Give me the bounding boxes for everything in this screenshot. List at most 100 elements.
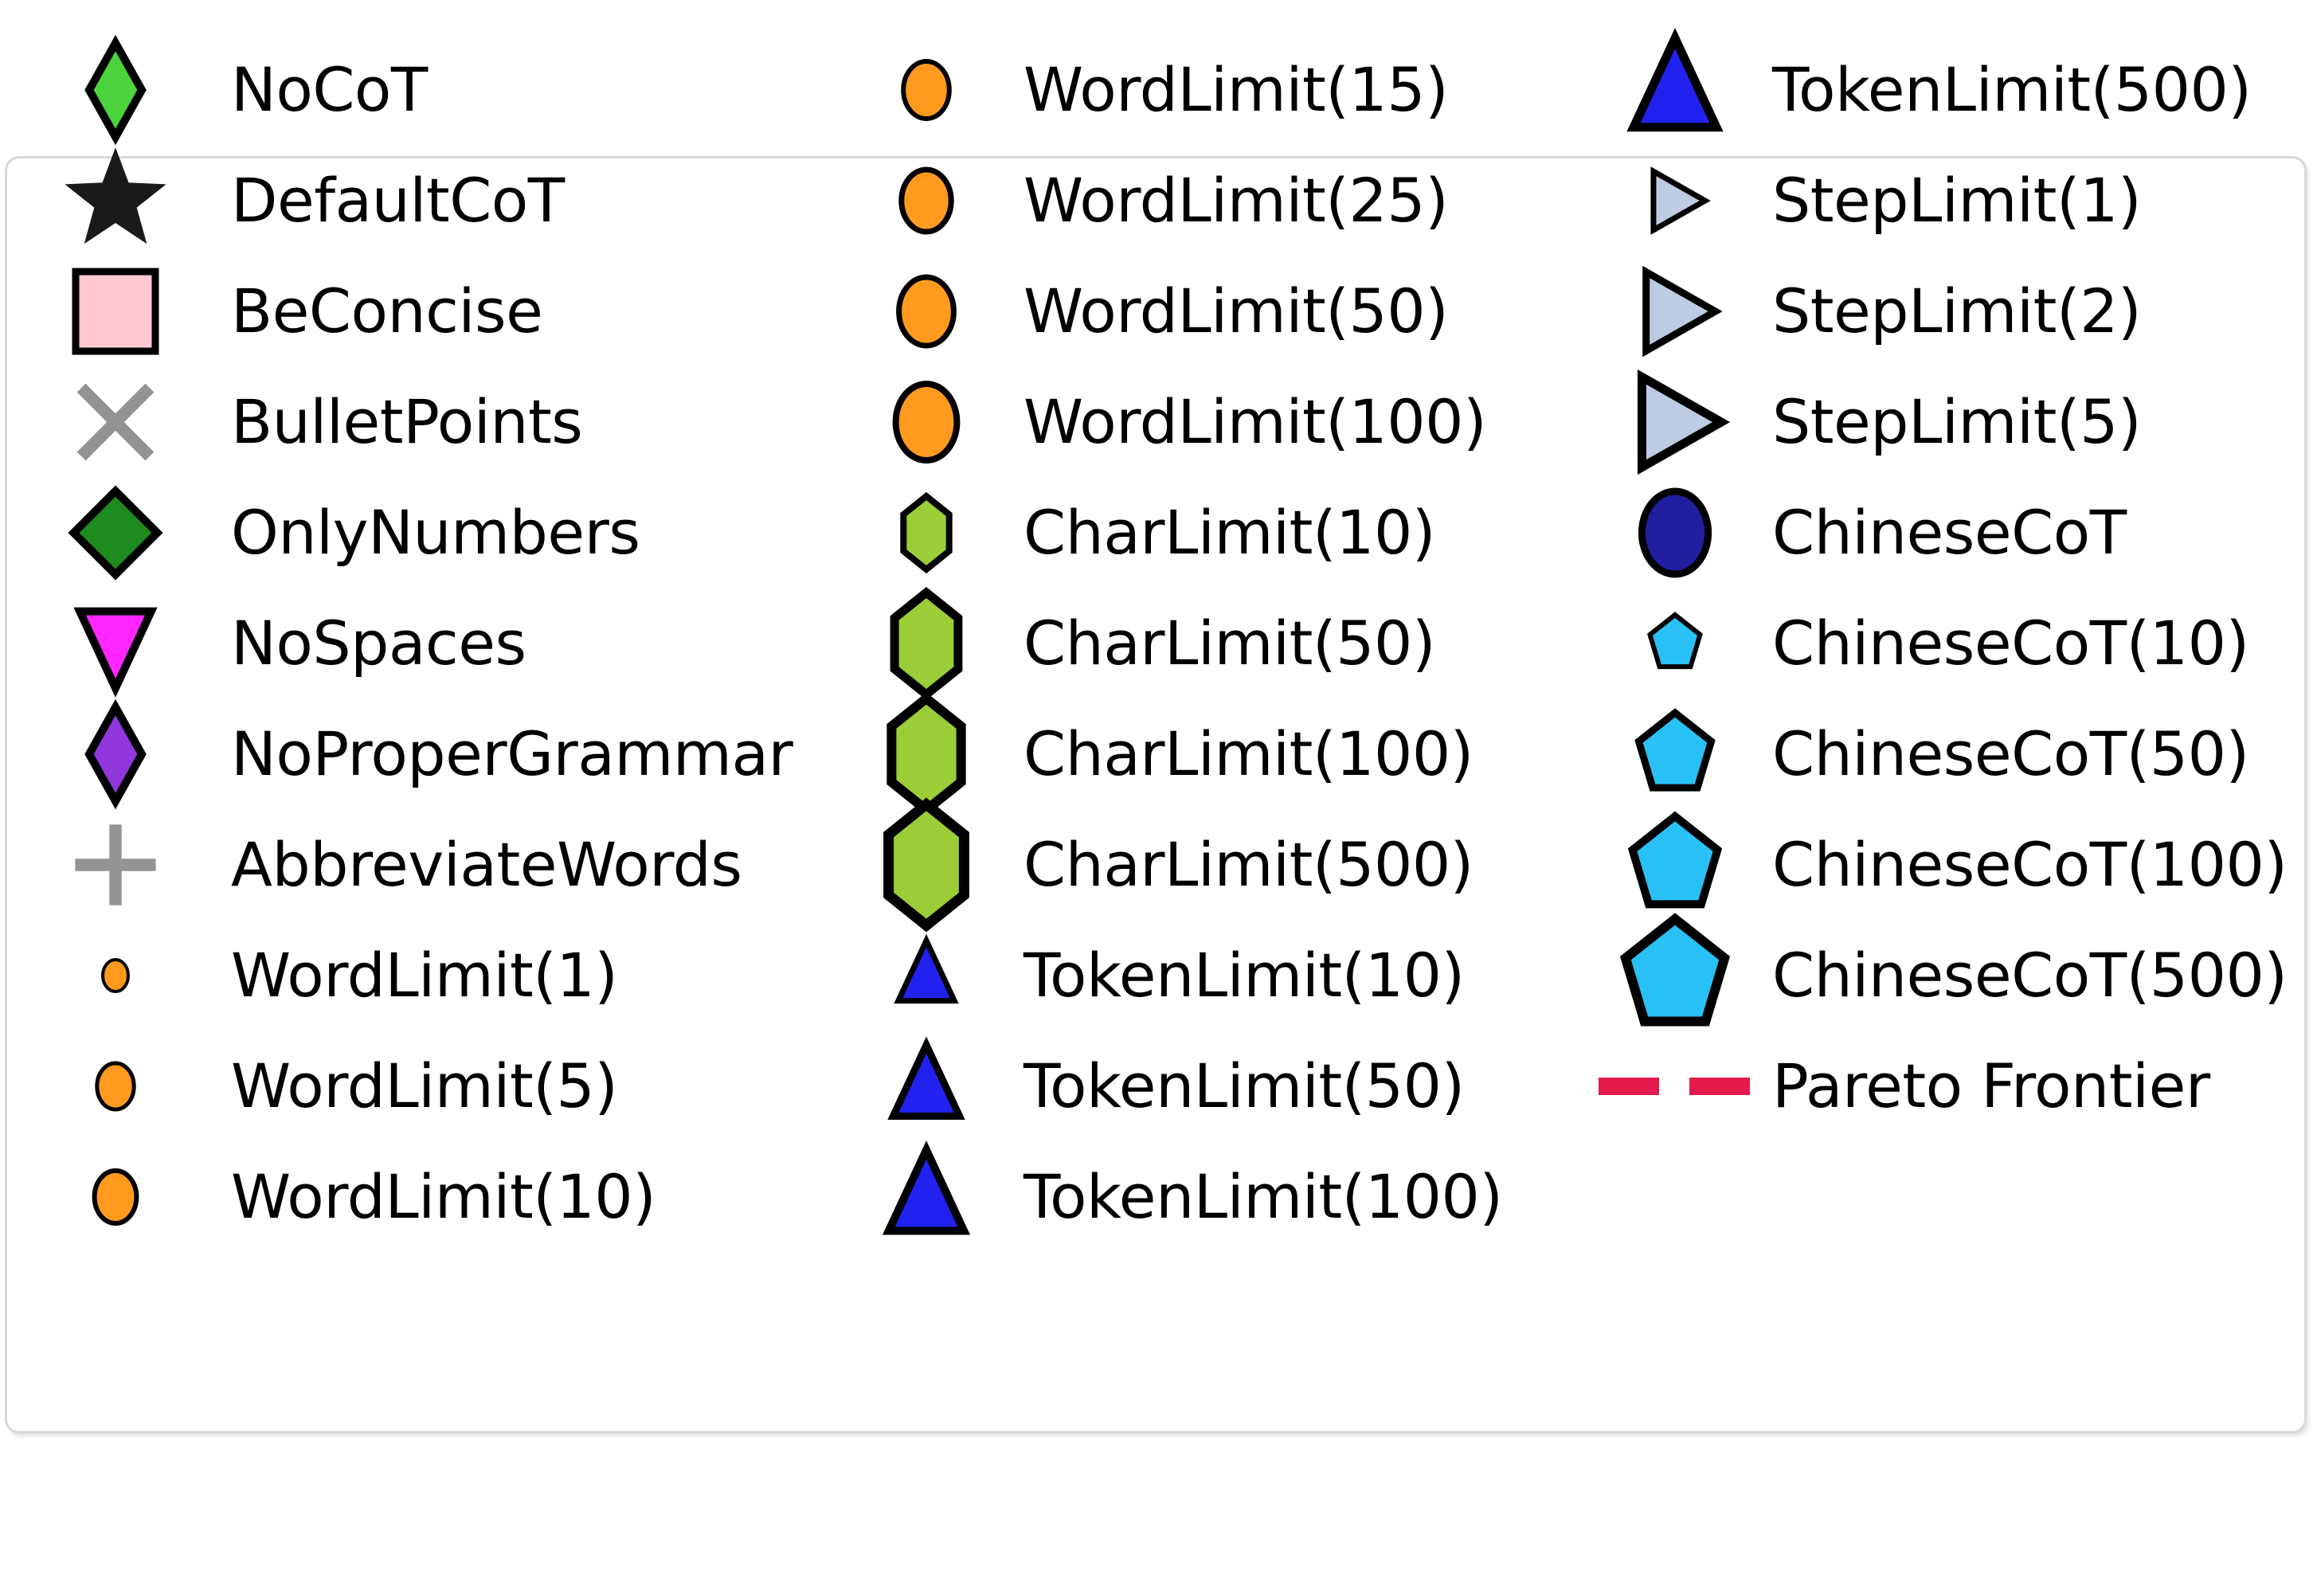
legend-marker-cell xyxy=(1577,1031,1772,1142)
legend-entry[interactable]: ChineseCoT(500) xyxy=(1577,913,2302,1031)
legend-entry[interactable]: ChineseCoT xyxy=(1577,477,2302,589)
legend-marker-cell xyxy=(0,34,231,146)
legend-marker-cell xyxy=(1577,809,1772,921)
legend-column-3: TokenLimit(500) StepLimit(1) StepLimit(2) S… xyxy=(1577,0,2302,1596)
legend-marker-cell xyxy=(0,477,231,589)
legend-entry-label: WordLimit(50) xyxy=(1023,276,1449,346)
legend-entry-label: NoProperGrammar xyxy=(231,718,793,789)
legend-marker-cell xyxy=(828,34,1023,146)
legend-marker-cell xyxy=(828,477,1023,589)
legend-marker-cell xyxy=(828,145,1023,256)
legend-marker-cell xyxy=(1577,27,1772,146)
legend-entry[interactable]: CharLimit(500) xyxy=(828,797,1577,933)
legend-entry[interactable]: ChineseCoT(100) xyxy=(1577,809,2302,921)
diamond-wide-icon xyxy=(61,478,170,588)
triangle-right-icon xyxy=(1636,162,1714,240)
legend-entry-label: WordLimit(100) xyxy=(1023,386,1487,457)
legend-entry[interactable]: BulletPoints xyxy=(0,366,828,478)
legend-marker-cell xyxy=(828,586,1023,701)
pentagon-icon xyxy=(1627,706,1723,802)
legend-entry[interactable]: TokenLimit(10) xyxy=(828,920,1577,1031)
circle-icon xyxy=(889,163,964,238)
legend-entry[interactable]: WordLimit(1) xyxy=(0,920,828,1031)
diamond-tall-icon xyxy=(62,698,169,810)
legend-marker-cell xyxy=(0,920,231,1031)
legend-entry-label: Pareto Frontier xyxy=(1772,1050,2210,1121)
hexagon-vertical-icon xyxy=(883,490,969,576)
legend-entry[interactable]: WordLimit(100) xyxy=(828,366,1577,478)
legend-entry-label: BeConcise xyxy=(231,276,543,346)
plus-icon xyxy=(65,815,166,915)
circle-icon xyxy=(882,377,971,467)
pentagon-icon xyxy=(1640,608,1710,679)
legend-entry[interactable]: CharLimit(10) xyxy=(828,477,1577,589)
legend-entry[interactable]: WordLimit(25) xyxy=(828,145,1577,256)
triangle-up-icon xyxy=(879,1036,974,1134)
star-icon xyxy=(65,147,166,250)
legend-entry[interactable]: ChineseCoT(50) xyxy=(1577,698,2302,810)
pentagon-icon xyxy=(1612,913,1738,1039)
legend-entry-label: CharLimit(10) xyxy=(1023,497,1435,568)
legend-column-2: WordLimit(15) WordLimit(25) WordLimit(50) W… xyxy=(828,0,1577,1596)
square-icon xyxy=(69,265,162,358)
circle-large-icon xyxy=(1627,485,1723,581)
legend-marker-cell xyxy=(1577,477,1772,589)
legend-entry-label: NoSpaces xyxy=(231,608,526,679)
legend-entry[interactable]: WordLimit(10) xyxy=(0,1141,828,1253)
diamond-tall-icon xyxy=(62,34,169,146)
legend-entry[interactable]: CharLimit(50) xyxy=(828,586,1577,701)
legend-entry[interactable]: StepLimit(2) xyxy=(1577,256,2302,367)
legend-entry-label: DefaultCoT xyxy=(231,165,565,236)
legend-entry[interactable]: TokenLimit(50) xyxy=(828,1031,1577,1142)
legend-entry-label: CharLimit(100) xyxy=(1023,718,1474,789)
legend-entry-label: ChineseCoT(500) xyxy=(1772,940,2288,1011)
legend-entry[interactable]: StepLimit(1) xyxy=(1577,145,2302,256)
legend-entry[interactable]: WordLimit(15) xyxy=(828,34,1577,146)
legend-marker-cell xyxy=(0,256,231,367)
hexagon-vertical-icon xyxy=(859,797,993,933)
legend-marker-cell xyxy=(1577,698,1772,810)
legend-entry-label: TokenLimit(100) xyxy=(1023,1161,1503,1232)
circle-icon xyxy=(83,1164,148,1230)
legend-entry[interactable]: NoCoT xyxy=(0,34,828,146)
legend-entry[interactable]: BeConcise xyxy=(0,256,828,367)
legend-marker-cell xyxy=(828,256,1023,367)
legend-entry-label: StepLimit(5) xyxy=(1772,386,2142,457)
legend-entry[interactable]: StepLimit(5) xyxy=(1577,366,2302,478)
legend-entry-label: BulletPoints xyxy=(231,386,583,457)
legend-marker-cell xyxy=(828,797,1023,933)
legend-entry[interactable]: TokenLimit(500) xyxy=(1577,27,2302,146)
legend-marker-cell xyxy=(0,698,231,810)
triangle-down-icon xyxy=(65,593,166,698)
legend-entry-label: CharLimit(500) xyxy=(1023,829,1474,900)
legend-entry-label: TokenLimit(500) xyxy=(1772,54,2252,125)
legend-entry[interactable]: WordLimit(5) xyxy=(0,1031,828,1142)
legend-marker-cell xyxy=(828,1031,1023,1142)
legend-entry[interactable]: AbbreviateWords xyxy=(0,809,828,921)
legend-entry[interactable]: ChineseCoT(10) xyxy=(1577,588,2302,699)
legend-entry-label: ChineseCoT(50) xyxy=(1772,718,2249,789)
legend-entry-label: WordLimit(15) xyxy=(1023,54,1449,125)
triangle-right-icon xyxy=(1618,366,1732,479)
legend-box xyxy=(5,156,2307,1434)
legend-entry[interactable]: NoSpaces xyxy=(0,588,828,699)
legend-entry[interactable]: NoProperGrammar xyxy=(0,698,828,810)
legend-entry-label: StepLimit(1) xyxy=(1772,165,2142,236)
legend-entry[interactable]: CharLimit(100) xyxy=(828,692,1577,816)
legend-entry[interactable]: WordLimit(50) xyxy=(828,256,1577,367)
legend-marker-cell xyxy=(828,366,1023,478)
legend-marker-cell xyxy=(1577,256,1772,367)
legend-entry[interactable]: TokenLimit(100) xyxy=(828,1140,1577,1253)
legend-marker-cell xyxy=(1577,913,1772,1031)
legend-marker-cell xyxy=(0,1031,231,1142)
legend-marker-cell xyxy=(0,1141,231,1253)
legend-marker-cell xyxy=(1577,588,1772,699)
legend-entry-label: ChineseCoT(100) xyxy=(1772,829,2288,900)
legend-entry[interactable]: OnlyNumbers xyxy=(0,477,828,589)
legend-entry-label: WordLimit(1) xyxy=(231,940,618,1011)
legend-entry[interactable]: DefaultCoT xyxy=(0,145,828,256)
legend-entry[interactable]: Pareto Frontier xyxy=(1577,1031,2302,1142)
triangle-up-icon xyxy=(873,1140,980,1250)
triangle-up-icon xyxy=(885,933,968,1017)
x-cross-icon xyxy=(65,372,166,472)
